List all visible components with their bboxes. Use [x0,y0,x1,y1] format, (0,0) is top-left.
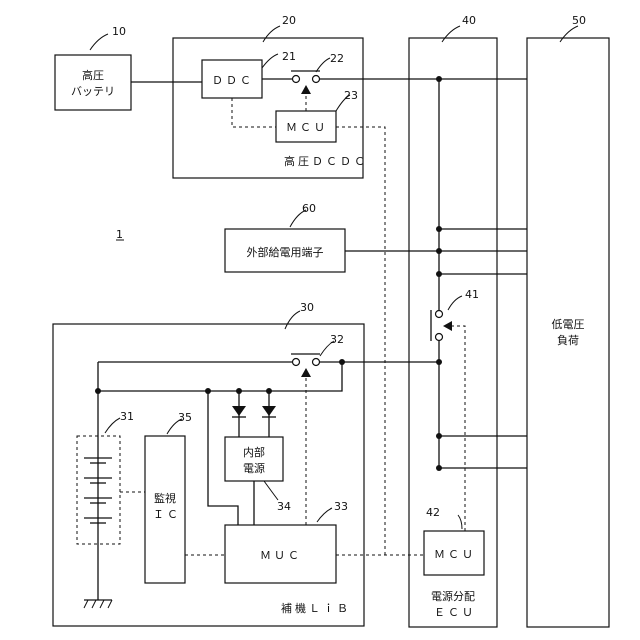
ddc-ref: 21 [282,50,296,63]
internal-psu-ref: 34 [277,500,291,513]
monitor-ic-label-1: 監視 [154,491,176,505]
lib-switch-ref: 32 [330,333,344,346]
power-ecu-ref: 40 [462,14,476,27]
lv-load-block [527,38,609,627]
hv-battery-ref: 10 [112,25,126,38]
dcdc-switch-ref: 22 [330,52,344,65]
internal-psu-label-1: 内部 [243,445,265,459]
dcdc-mcu-ref: 23 [344,89,358,102]
hv-dcdc-ref: 20 [282,14,296,27]
ecu-mcu-ref: 42 [426,506,440,519]
lv-load-label-1: 低電圧 [552,318,585,331]
ext-terminal-label: 外部給電用端子 [247,245,324,259]
battery-cells [77,436,120,544]
ecu-switch-ref: 41 [465,288,479,301]
figure-label: 1 [116,228,123,241]
aux-lib-ref: 30 [300,301,314,314]
monitor-ic-label-2: ＩＣ [153,508,181,521]
monitor-ic-ref: 35 [178,411,192,424]
ext-terminal-ref: 60 [302,202,316,215]
lib-muc-label: ＭＵＣ [260,549,302,562]
hv-dcdc-title: 高圧ＤＣＤＣ [284,154,368,168]
hv-battery-label-1: 高圧 [82,68,104,82]
hv-battery-label-2: バッテリ [71,85,115,98]
lib-muc-ref: 33 [334,500,348,513]
aux-lib-title: 補機ＬｉＢ [281,601,351,615]
hv-battery-box [55,55,131,110]
cells-ref: 31 [120,410,134,423]
internal-psu-label-2: 電源 [243,461,265,475]
lv-load-ref: 50 [572,14,586,27]
dcdc-mcu-label: ＭＣＵ [286,121,328,134]
ddc-label: ＤＤＣ [212,74,254,87]
lv-load-label-2: 負荷 [557,334,579,347]
power-ecu-label-2: ＥＣＵ [434,606,476,619]
ecu-mcu-label: ＭＣＵ [434,548,476,561]
power-ecu-label-1: 電源分配 [431,589,475,603]
